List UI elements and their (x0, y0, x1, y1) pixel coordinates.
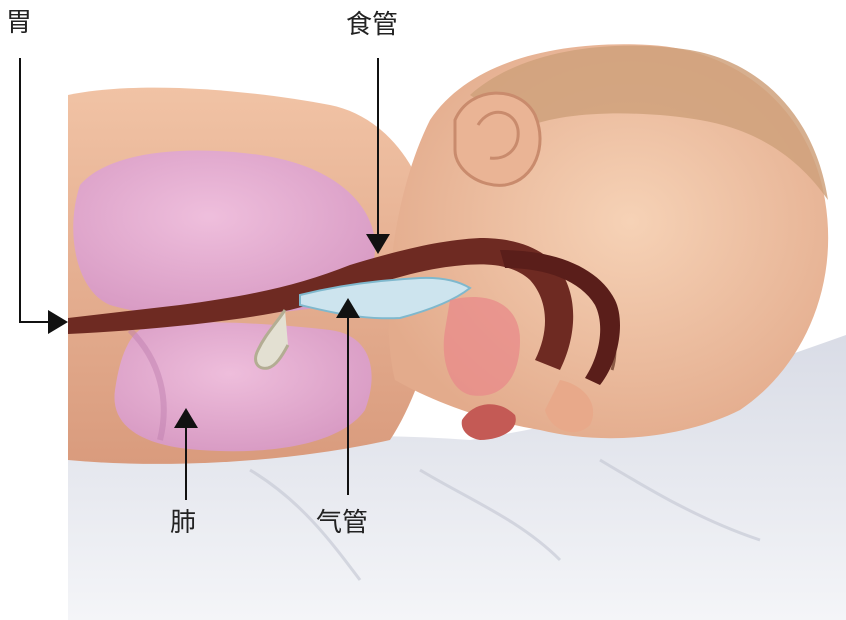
lung-lower (114, 322, 371, 451)
throat (444, 297, 520, 396)
baby-ear (455, 93, 540, 185)
stomach-leader-line (20, 58, 48, 322)
trachea-label: 气管 (316, 510, 368, 536)
esophagus-label: 食管 (346, 12, 398, 38)
stomach-arrow-head (48, 310, 68, 334)
lung-label: 肺 (170, 510, 196, 536)
stomach-label: 胃 (6, 10, 32, 36)
